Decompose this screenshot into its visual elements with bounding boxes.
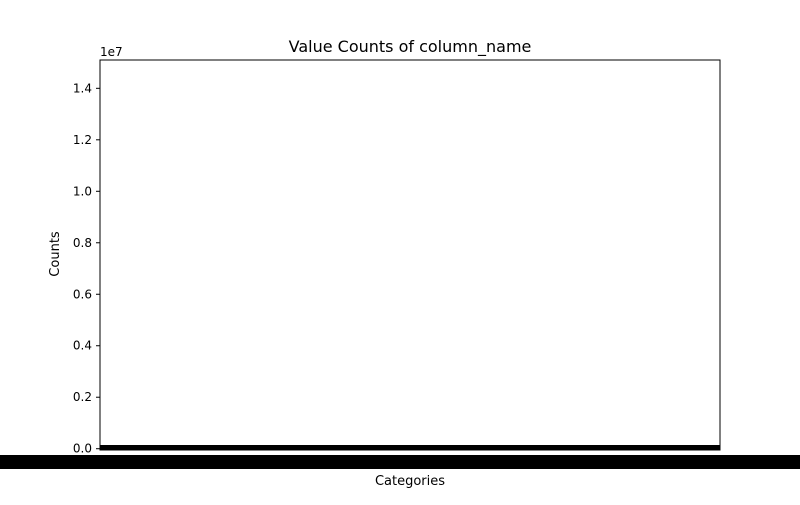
bar-baseline-band <box>100 445 720 450</box>
y-axis-label: Counts <box>48 231 63 277</box>
y-tick-label: 0.2 <box>73 390 92 404</box>
y-tick-label: 0.6 <box>73 287 92 301</box>
y-tick-label: 0.0 <box>73 442 92 456</box>
y-tick-label: 0.8 <box>73 236 92 250</box>
y-tick-label: 0.4 <box>73 339 92 353</box>
chart-title: Value Counts of column_name <box>289 37 532 57</box>
y-axis-offset-label: 1e7 <box>100 45 123 59</box>
plot-area-frame <box>99 59 721 451</box>
y-tick-label: 1.0 <box>73 184 92 198</box>
y-tick-label: 1.2 <box>73 133 92 147</box>
x-tick-labels-overlap-band <box>0 455 800 469</box>
bars-group <box>100 445 720 450</box>
x-axis-label: Categories <box>375 474 445 489</box>
y-tick-label: 1.4 <box>73 81 92 95</box>
y-axis-ticks: 0.0 0.2 0.4 0.6 0.8 1.0 1.2 1.4 <box>73 81 100 456</box>
x-axis-tick-labels <box>0 455 800 469</box>
